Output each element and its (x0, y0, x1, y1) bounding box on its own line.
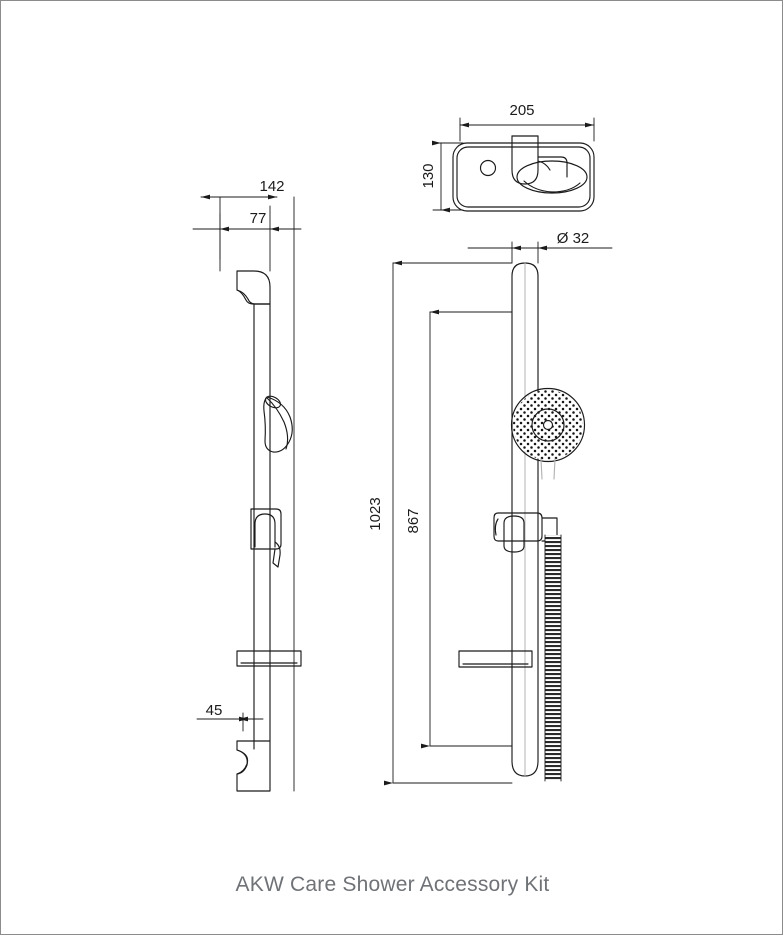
view-side-elevation (192, 194, 302, 792)
side-shower-head (263, 395, 293, 453)
view-front-elevation (384, 241, 613, 786)
drawing-caption: AKW Care Shower Accessory Kit (235, 873, 550, 896)
dimension-label-205: 205 (509, 102, 534, 119)
dimension-77 (192, 196, 302, 272)
front-rail-tube (511, 262, 539, 777)
dimension-label-diameter-32: Ø 32 (557, 230, 590, 247)
dimension-1023 (384, 260, 513, 786)
plan-wall-plate (452, 142, 595, 212)
dimension-45 (196, 712, 264, 732)
dimension-867 (421, 309, 513, 749)
dimension-130 (432, 140, 464, 213)
front-handset-holder (493, 512, 558, 553)
view-top-plan (432, 117, 595, 213)
dimension-label-142: 142 (259, 178, 284, 195)
dimension-label-867: 867 (405, 508, 422, 533)
side-soap-dish (236, 650, 302, 667)
technical-drawing-canvas: 142 77 45 205 130 Ø 32 1023 867 (192, 102, 613, 792)
dimension-205 (459, 117, 595, 142)
dimension-label-45: 45 (206, 702, 223, 719)
front-soap-dish (458, 650, 533, 668)
plan-rail-tube (511, 135, 539, 185)
plan-fixing-hole (479, 159, 497, 177)
plan-shower-head (516, 156, 588, 194)
side-top-bracket (236, 270, 271, 305)
front-hose (544, 534, 562, 782)
dimension-label-130: 130 (420, 163, 437, 188)
front-shower-head (510, 387, 586, 480)
dimension-label-77: 77 (250, 210, 267, 227)
side-bottom-bracket (236, 740, 271, 792)
dimension-diameter-32 (467, 241, 613, 264)
side-handset-holder (250, 508, 282, 568)
dimension-label-1023: 1023 (367, 497, 384, 530)
